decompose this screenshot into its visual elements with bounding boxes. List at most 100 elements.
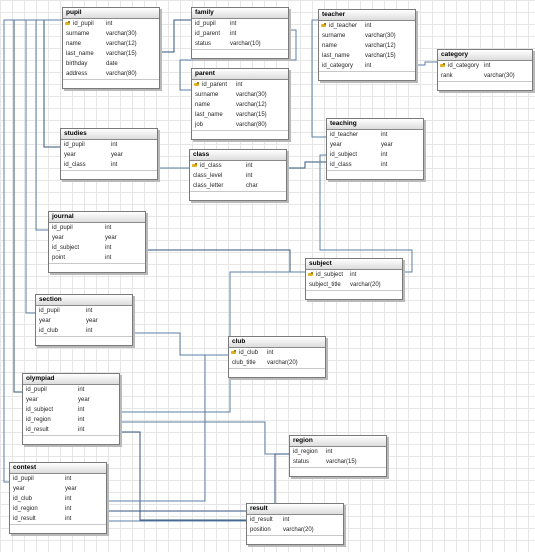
- field-type: int: [111, 162, 118, 168]
- field-type: int: [365, 63, 372, 69]
- field-name: id_region: [13, 506, 38, 512]
- field-row[interactable]: id_class int: [61, 160, 157, 170]
- table-title: category: [438, 50, 532, 61]
- field-name: id_result: [13, 516, 36, 522]
- field-type: int: [78, 417, 85, 423]
- field-name: job: [195, 122, 204, 128]
- field-name: year: [64, 152, 76, 158]
- field-row[interactable]: id_region int: [10, 504, 106, 514]
- field-type: int: [86, 308, 93, 314]
- table-footer: [438, 81, 532, 90]
- field-name: id_class: [64, 162, 86, 168]
- field-name: id_pupil: [73, 21, 94, 27]
- field-name: id_club: [239, 350, 259, 356]
- field-type: int: [86, 328, 93, 334]
- table-title: teacher: [319, 10, 415, 21]
- relationship-contest-id-club-to-club-id-club: [105, 354, 228, 502]
- field-type: int: [65, 506, 72, 512]
- table-title: parent: [192, 69, 288, 80]
- table-footer: [23, 435, 119, 444]
- field-name: class_letter: [193, 183, 224, 189]
- field-type: int: [105, 225, 112, 231]
- field-type: varchar(20): [283, 527, 314, 533]
- field-name: id_parent: [202, 82, 228, 88]
- field-name: id_subject: [52, 245, 80, 251]
- table-footer: [247, 535, 343, 544]
- table-footer: [229, 368, 325, 377]
- field-type: varchar(20): [267, 360, 298, 366]
- table-title: olympiad: [23, 374, 119, 385]
